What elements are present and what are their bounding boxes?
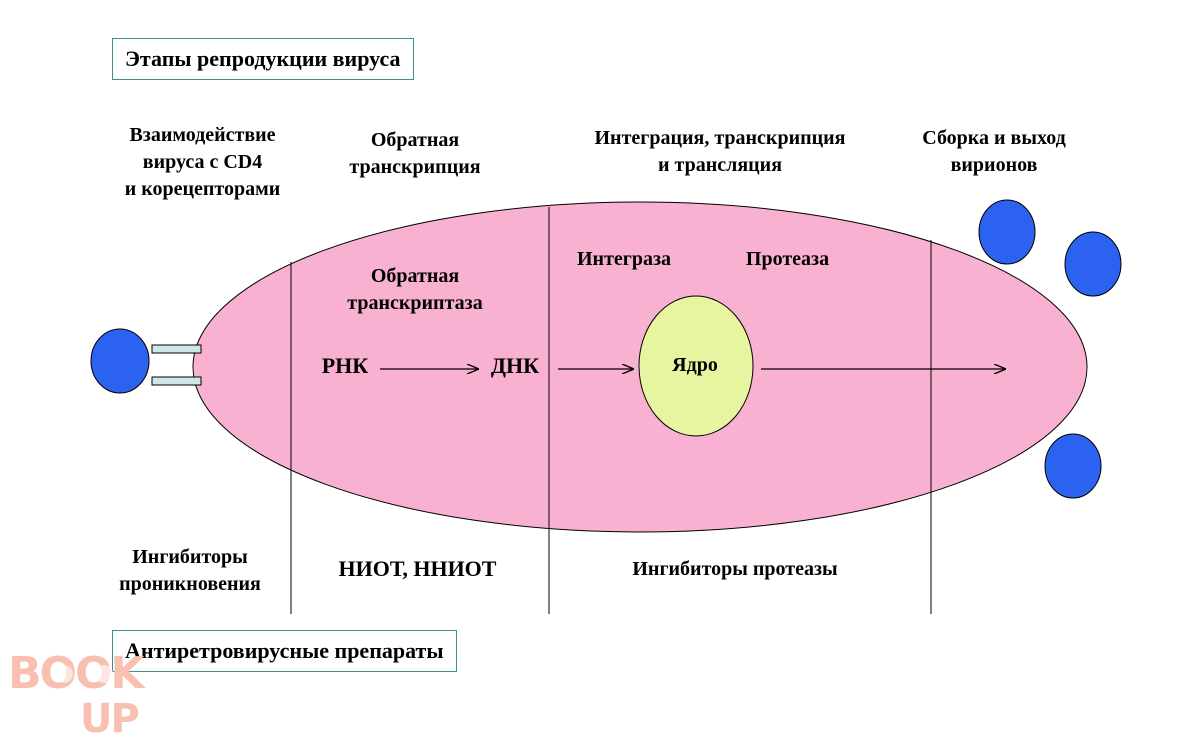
stage-entry-label: Взаимодействие вируса с CD4 и корецептор… xyxy=(124,124,281,200)
svg-text:UP: UP xyxy=(80,696,138,736)
stage-rt-label: Обратная транскрипция xyxy=(349,129,481,178)
rna-label: РНК xyxy=(321,353,369,378)
drugs-box: Антиретровирусные препараты xyxy=(112,630,457,672)
coreceptor xyxy=(151,376,202,386)
inhibitor-entry-label: Ингибиторы проникновения xyxy=(119,546,261,595)
inhibitor-protease-label: Ингибиторы протеазы xyxy=(632,558,838,580)
receptor-cd4 xyxy=(151,344,202,354)
nucleus-label: Ядро xyxy=(672,354,718,376)
svg-text:BOOK: BOOK xyxy=(8,648,146,699)
inhibitor-rt-label: НИОТ, ННИОТ xyxy=(338,556,497,581)
virion-attaching xyxy=(90,328,150,394)
virion-released-2 xyxy=(1064,231,1122,297)
integrase-label: Интеграза xyxy=(576,248,672,270)
title-box: Этапы репродукции вируса xyxy=(112,38,414,80)
dna-label: ДНК xyxy=(490,353,540,378)
virion-released-1 xyxy=(978,199,1036,265)
enzyme-rt-label: Обратная транскриптаза xyxy=(347,265,483,314)
stage-integration-label: Интеграция, транскрипция и трансляция xyxy=(594,127,846,176)
nucleus xyxy=(638,295,754,437)
virion-released-3 xyxy=(1044,433,1102,499)
stage-assembly-label: Сборка и выход вирионов xyxy=(922,127,1066,176)
protease-label: Протеаза xyxy=(745,248,830,270)
watermark-logo: BOOK UP xyxy=(8,648,148,736)
